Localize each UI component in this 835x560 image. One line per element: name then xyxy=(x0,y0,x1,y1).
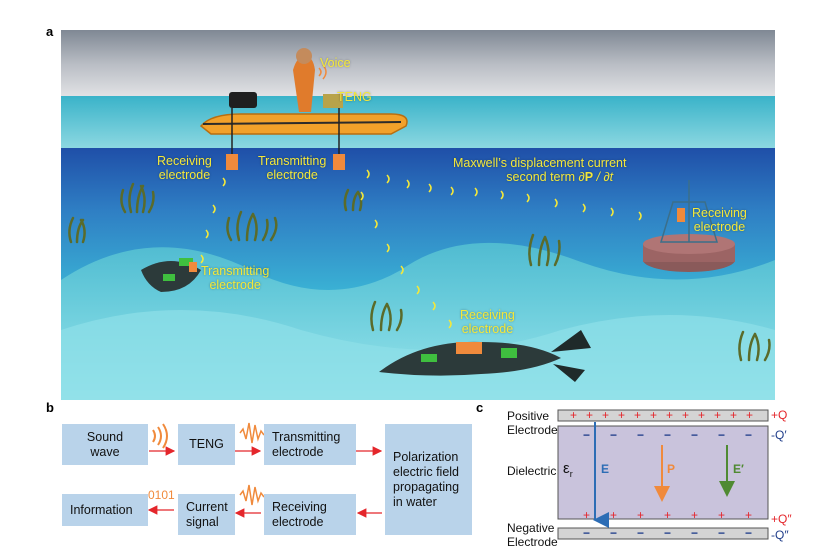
panel-label-b: b xyxy=(46,400,54,415)
sea-surface xyxy=(61,96,775,150)
label-maxwell-displacement-current: Maxwell’s displacement current second te… xyxy=(453,156,627,184)
charge-sign: − xyxy=(718,428,726,442)
diver-left xyxy=(141,258,201,292)
teng-device xyxy=(323,94,343,108)
charge-sign: + xyxy=(714,408,722,422)
charge-sign: + xyxy=(730,408,738,422)
label-field-e-prime: E′ xyxy=(733,462,744,476)
box-teng: TENG xyxy=(178,424,235,465)
charge-sign: + xyxy=(637,508,645,522)
label-minus-q-double-prime: -Q″ xyxy=(771,528,789,542)
induced-negative-charges-row: −−−−−−− xyxy=(583,428,772,442)
label-field-e: E xyxy=(601,462,610,476)
charge-sign: − xyxy=(637,428,645,442)
label-polarization-p: P xyxy=(667,462,676,476)
charge-sign: + xyxy=(718,508,726,522)
positive-charges-row: + + + + + + + + + + + + xyxy=(570,408,762,422)
negative-charges-row: −−−−−−− xyxy=(583,526,772,540)
person-on-boat xyxy=(293,56,315,112)
panel-label-a: a xyxy=(46,24,54,39)
charge-sign: + xyxy=(650,408,658,422)
charge-sign: + xyxy=(634,408,642,422)
label-epsilon-r: εr xyxy=(563,460,573,479)
charge-sign: + xyxy=(664,508,672,522)
positive-electrode-plate xyxy=(557,409,769,422)
charge-sign: − xyxy=(583,526,591,540)
charge-sign: + xyxy=(618,408,626,422)
charge-sign: + xyxy=(570,408,578,422)
charge-sign: − xyxy=(610,428,618,442)
charge-sign: − xyxy=(718,526,726,540)
outboard-motor xyxy=(229,92,257,108)
charge-sign: + xyxy=(583,508,591,522)
label-dielectric: Dielectric xyxy=(507,464,557,478)
label-plus-q: +Q xyxy=(771,408,788,422)
inflatable-boat xyxy=(199,48,408,156)
charge-sign: − xyxy=(691,526,699,540)
label-plus-q-double-prime: +Q″ xyxy=(771,512,792,526)
box-information: Information xyxy=(62,494,148,526)
charge-sign: − xyxy=(664,526,672,540)
voice-wave-icon xyxy=(318,64,327,80)
charge-sign: + xyxy=(602,408,610,422)
charge-sign: − xyxy=(610,526,618,540)
charge-sign: + xyxy=(746,408,754,422)
charge-sign: − xyxy=(583,428,591,442)
charge-sign: + xyxy=(698,408,706,422)
panel-label-c: c xyxy=(476,400,484,415)
negative-electrode-plate xyxy=(557,527,769,540)
buoy xyxy=(643,180,735,272)
binary-label: 0101 xyxy=(148,488,175,502)
sky xyxy=(61,30,775,98)
signal-waveform-icon-bottom xyxy=(239,484,265,506)
charge-sign: − xyxy=(745,428,753,442)
seaweed-clusters xyxy=(68,182,771,362)
charge-sign: + xyxy=(586,408,594,422)
boat-transmitting-electrode xyxy=(333,154,345,170)
charge-sign: + xyxy=(691,508,699,522)
charge-sign: − xyxy=(745,526,753,540)
label-teng: TENG xyxy=(337,90,372,104)
charge-sign: + xyxy=(682,408,690,422)
induced-positive-charges-row: + + + + + + + xyxy=(583,508,772,522)
charge-sign: + xyxy=(666,408,674,422)
boat-receiving-electrode xyxy=(226,154,238,170)
charge-sign: − xyxy=(637,526,645,540)
label-voice: Voice xyxy=(320,56,351,70)
charge-sign: + xyxy=(745,508,753,522)
signal-waveform-icon-top xyxy=(239,422,265,444)
label-minus-q-prime: -Q′ xyxy=(771,428,787,442)
sound-wave-icon xyxy=(152,423,168,449)
scene-illustration xyxy=(61,30,775,400)
charge-sign: + xyxy=(610,508,618,522)
charge-sign: − xyxy=(664,428,672,442)
charge-sign: − xyxy=(691,428,699,442)
diver-bottom xyxy=(379,330,591,382)
signal-wave-arcs xyxy=(200,169,642,329)
